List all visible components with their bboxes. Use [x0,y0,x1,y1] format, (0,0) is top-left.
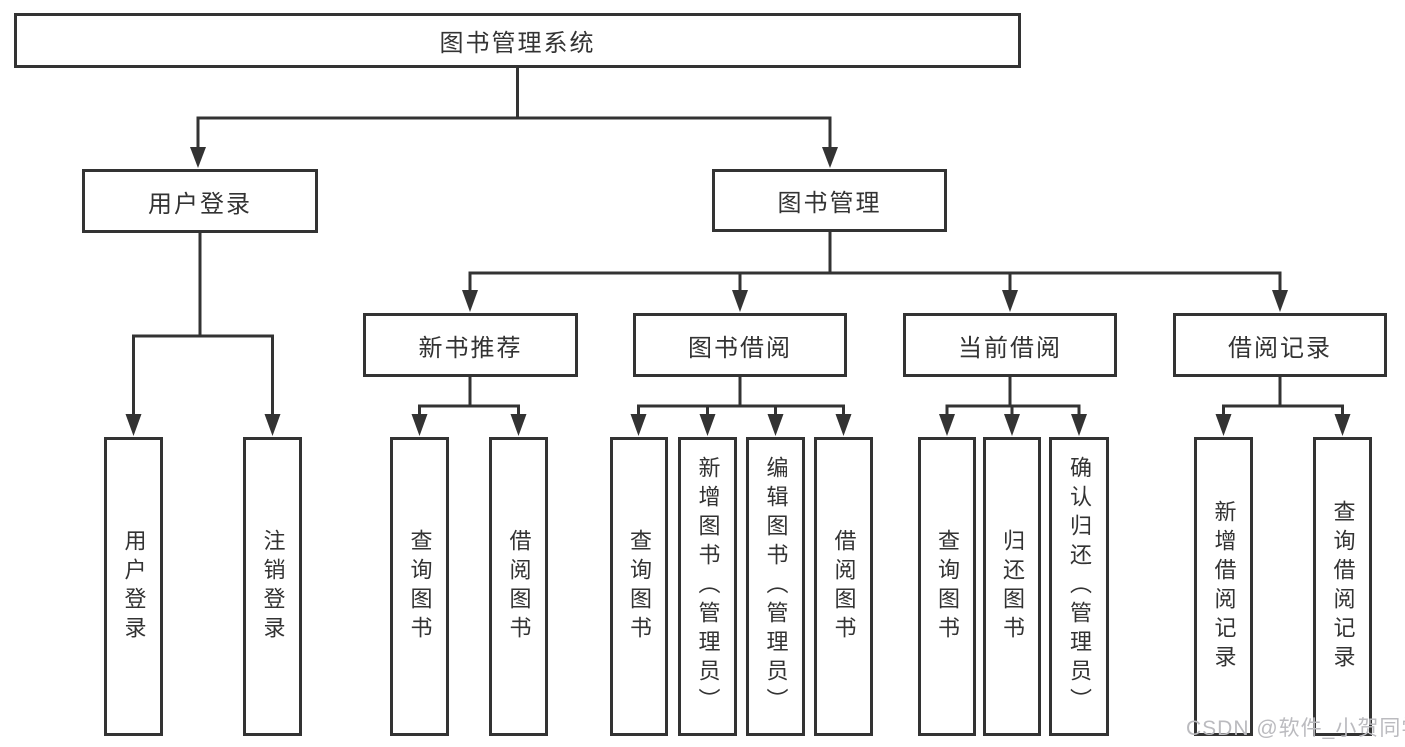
node-label: 编辑图书（管理员） [763,456,789,717]
leaf-logout: 注销登录 [243,437,302,736]
arrowheads [125,147,1351,436]
leaf-recommend-query-books: 查询图书 [390,437,449,736]
leaf-recommend-borrow-books: 借阅图书 [489,437,548,736]
node-label: 借阅记录 [1228,334,1332,362]
node-new-book-recommend: 新书推荐 [363,313,578,377]
node-book-management: 图书管理 [712,169,947,232]
node-label: 确认归还（管理员） [1067,456,1092,717]
node-label: 用户登录 [148,190,252,218]
leaf-confirm-return-admin: 确认归还（管理员） [1049,437,1109,736]
node-borrow-records: 借阅记录 [1173,313,1387,377]
node-label: 当前借阅 [958,334,1062,362]
node-label: 新书推荐 [418,334,523,362]
node-root-system: 图书管理系统 [14,13,1021,68]
node-label: 借阅图书 [831,528,857,645]
node-label: 注销登录 [260,528,286,645]
leaf-current-query-books: 查询图书 [918,437,976,736]
leaf-edit-book-admin: 编辑图书（管理员） [746,437,805,736]
node-label: 新增借阅记录 [1211,499,1237,674]
csdn-watermark: CSDN @软件_小贺同学 [1186,717,1405,740]
node-label: 查询图书 [935,528,960,645]
leaf-borrow-books: 借阅图书 [814,437,873,736]
node-label: 图书管理 [777,190,882,217]
node-label: 图书管理系统 [439,30,596,57]
leaf-user-login: 用户登录 [104,437,163,736]
leaf-query-borrow-record: 查询借阅记录 [1313,437,1372,736]
node-label: 查询借阅记录 [1330,499,1356,674]
node-label: 新增图书（管理员） [695,456,721,717]
node-book-borrow: 图书借阅 [633,313,847,377]
node-user-login-module: 用户登录 [82,169,318,233]
node-label: 借阅图书 [506,528,532,645]
leaf-borrow-query-books: 查询图书 [610,437,668,736]
leaf-return-books: 归还图书 [983,437,1041,736]
node-label: 图书借阅 [688,334,792,362]
leaf-add-book-admin: 新增图书（管理员） [678,437,737,736]
node-label: 查询图书 [407,528,433,645]
node-label: 归还图书 [1000,528,1025,645]
leaf-add-borrow-record: 新增借阅记录 [1194,437,1253,736]
node-label: 用户登录 [121,528,147,645]
node-current-borrow: 当前借阅 [903,313,1117,377]
node-label: 查询图书 [627,528,652,645]
